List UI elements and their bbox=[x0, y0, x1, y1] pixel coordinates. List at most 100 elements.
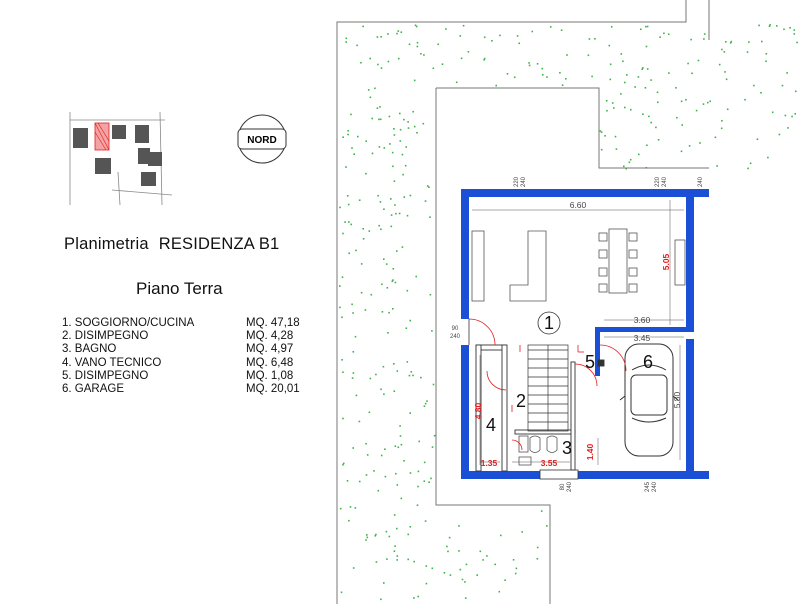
lawn-dot bbox=[368, 411, 371, 414]
lawn-dot bbox=[375, 373, 377, 376]
lawn-dot bbox=[634, 86, 636, 88]
lawn-dot bbox=[409, 194, 412, 197]
lawn-dot bbox=[536, 63, 539, 65]
chair bbox=[628, 249, 638, 259]
lawn-dot bbox=[767, 156, 769, 159]
lawn-dot bbox=[504, 579, 506, 581]
room-number-6: 6 bbox=[643, 352, 653, 372]
lawn-dot bbox=[690, 38, 692, 41]
lawn-dot bbox=[394, 545, 396, 547]
lawn-dot bbox=[406, 289, 409, 292]
lawn-dot bbox=[409, 472, 412, 474]
key-map-building bbox=[141, 172, 156, 186]
lawn-dot bbox=[351, 147, 353, 149]
lawn-dot bbox=[341, 316, 343, 319]
lawn-dot bbox=[656, 91, 659, 94]
lawn-dot bbox=[613, 107, 615, 109]
lawn-dot bbox=[540, 510, 543, 512]
lawn-dot bbox=[380, 36, 382, 38]
lawn-dot bbox=[401, 153, 404, 156]
lawn-dot bbox=[416, 45, 419, 48]
lawn-dot bbox=[425, 582, 428, 585]
lawn-dot bbox=[769, 24, 771, 26]
lawn-dot bbox=[389, 143, 391, 145]
dining-table bbox=[608, 228, 628, 294]
lawn-dot bbox=[476, 574, 478, 576]
lawn-dot bbox=[445, 28, 447, 30]
lawn-dot bbox=[675, 87, 677, 89]
lawn-dot bbox=[441, 63, 444, 65]
lawn-dot bbox=[383, 258, 385, 260]
lawn-dot bbox=[459, 35, 462, 37]
key-map bbox=[69, 111, 173, 206]
lawn-dot bbox=[341, 359, 343, 361]
lawn-dot bbox=[360, 263, 363, 265]
lawn-dot bbox=[428, 481, 430, 483]
room-area: MQ. 6,48 bbox=[246, 356, 294, 369]
lawn-dot bbox=[483, 59, 485, 61]
lawn-dot bbox=[406, 214, 409, 217]
lawn-dot bbox=[340, 591, 343, 594]
lawn-dot bbox=[428, 186, 430, 188]
lawn-dot bbox=[499, 34, 501, 37]
lawn-dot bbox=[449, 574, 452, 576]
lawn-dot bbox=[362, 25, 364, 28]
lawn-dot bbox=[383, 147, 386, 149]
appliance bbox=[674, 239, 686, 286]
lawn-dot bbox=[377, 194, 379, 197]
lawn-dot bbox=[628, 161, 631, 164]
lawn-dot bbox=[386, 558, 388, 560]
lawn-dot bbox=[610, 26, 613, 28]
lawn-dot bbox=[703, 33, 706, 35]
lawn-dot bbox=[341, 276, 344, 278]
lawn-dot bbox=[657, 139, 660, 141]
lawn-dot bbox=[714, 136, 717, 139]
lawn-dot bbox=[390, 214, 393, 216]
chair bbox=[598, 249, 608, 259]
lawn-dot bbox=[366, 536, 369, 539]
lawn-dot bbox=[423, 480, 426, 482]
room-number-5: 5 bbox=[585, 352, 595, 372]
lawn-dot bbox=[718, 63, 721, 66]
lawn-dot bbox=[784, 114, 787, 117]
lawn-dot bbox=[383, 393, 385, 395]
lawn-dot bbox=[443, 572, 446, 574]
lawn-dot bbox=[342, 463, 344, 466]
lawn-dot bbox=[365, 539, 367, 541]
room-name: 4. VANO TECNICO bbox=[62, 356, 162, 369]
lawn-dot bbox=[482, 559, 484, 561]
lawn-dot bbox=[626, 74, 628, 76]
lawn-dot bbox=[384, 448, 386, 450]
lawn-dot bbox=[347, 130, 349, 132]
lawn-dot bbox=[461, 578, 464, 581]
lawn-dot bbox=[407, 127, 410, 129]
lawn-dot bbox=[650, 121, 652, 124]
lawn-dot bbox=[646, 144, 648, 147]
lawn-dot bbox=[396, 555, 399, 557]
lawn-dot bbox=[644, 87, 647, 89]
chair bbox=[628, 283, 638, 293]
dim-living-width: 6.60 bbox=[570, 200, 587, 210]
lawn-dot bbox=[379, 106, 381, 108]
room-numbers: 1 2 3 4 5 6 bbox=[486, 311, 653, 458]
lawn-dot bbox=[365, 442, 367, 445]
lawn-dot bbox=[393, 390, 396, 392]
lawn-dot bbox=[339, 507, 342, 510]
lawn-dot bbox=[394, 281, 397, 284]
lawn-dot bbox=[383, 582, 385, 584]
lawn-dot bbox=[425, 565, 428, 567]
lawn-dot bbox=[400, 31, 403, 33]
lawn-dot bbox=[729, 42, 732, 44]
lawn-dot bbox=[405, 327, 408, 329]
lawn-dot bbox=[668, 72, 670, 74]
lawn-dot bbox=[365, 474, 368, 476]
lawn-dot bbox=[423, 405, 426, 407]
lawn-dot bbox=[393, 180, 396, 182]
lawn-dot bbox=[351, 377, 354, 379]
lawn-dot bbox=[776, 25, 778, 27]
lawn-dot bbox=[426, 185, 429, 187]
lawn-dot bbox=[591, 75, 593, 78]
toilet bbox=[529, 435, 541, 453]
lawn-dot bbox=[771, 111, 774, 114]
